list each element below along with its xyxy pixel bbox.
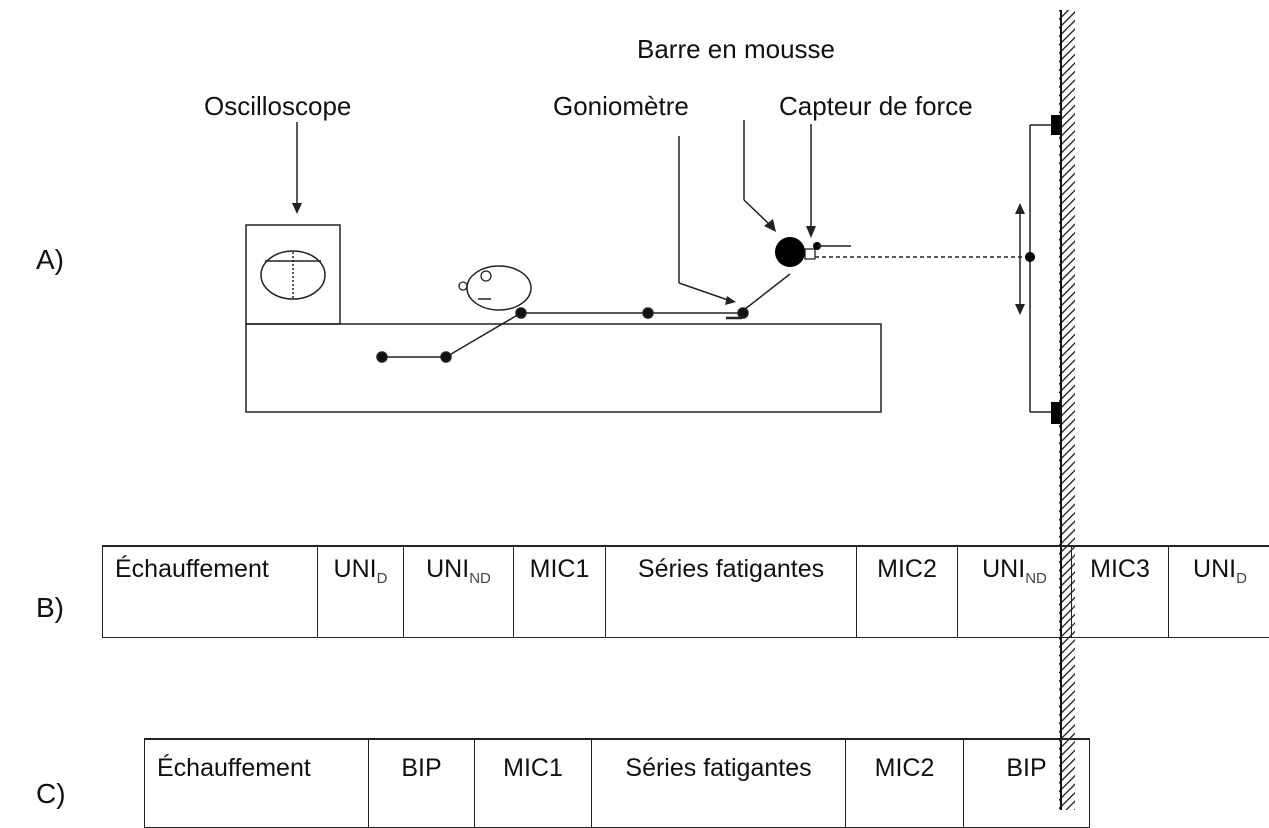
- panel-label-c: C): [36, 778, 66, 809]
- oscilloscope-device: [245, 224, 341, 325]
- sequence-cell: UNIND: [404, 547, 514, 637]
- protocol-sequence-b: Échauffement UNID UNIND MIC1 Séries fati…: [102, 545, 1269, 638]
- subject-head: [458, 265, 532, 311]
- label-oscilloscope: Oscilloscope: [204, 91, 352, 121]
- sequence-cell: MIC1: [514, 547, 606, 637]
- wall-mount: [1015, 10, 1075, 810]
- sequence-cell: Séries fatigantes: [592, 740, 846, 827]
- sequence-cell: MIC3: [1072, 547, 1169, 637]
- label-barre: Barre en mousse: [637, 34, 835, 64]
- sequence-cell: MIC2: [846, 740, 964, 827]
- sequence-cell: Séries fatigantes: [606, 547, 857, 637]
- protocol-sequence-c: Échauffement BIP MIC1 Séries fatigantes …: [144, 738, 1090, 828]
- panel-label-b: B): [36, 592, 64, 623]
- label-capteur: Capteur de force: [779, 91, 973, 121]
- panel-label-a: A): [36, 244, 64, 275]
- sequence-cell: BIP: [369, 740, 475, 827]
- sequence-cell: UNIND: [958, 547, 1072, 637]
- sequence-cell: MIC1: [475, 740, 592, 827]
- bench: [245, 323, 882, 413]
- sequence-cell: Échauffement: [145, 740, 369, 827]
- foam-bar: [775, 237, 805, 267]
- force-sensor: [804, 248, 816, 260]
- subject-body: [376, 273, 791, 363]
- sequence-cell: BIP: [1006, 754, 1047, 782]
- label-goniometre: Goniomètre: [553, 91, 689, 121]
- sequence-cell: MIC2: [857, 547, 958, 637]
- sequence-cell: UNID: [318, 547, 404, 637]
- sequence-cell: UNID: [1193, 555, 1247, 587]
- sequence-cell: Échauffement: [103, 547, 318, 637]
